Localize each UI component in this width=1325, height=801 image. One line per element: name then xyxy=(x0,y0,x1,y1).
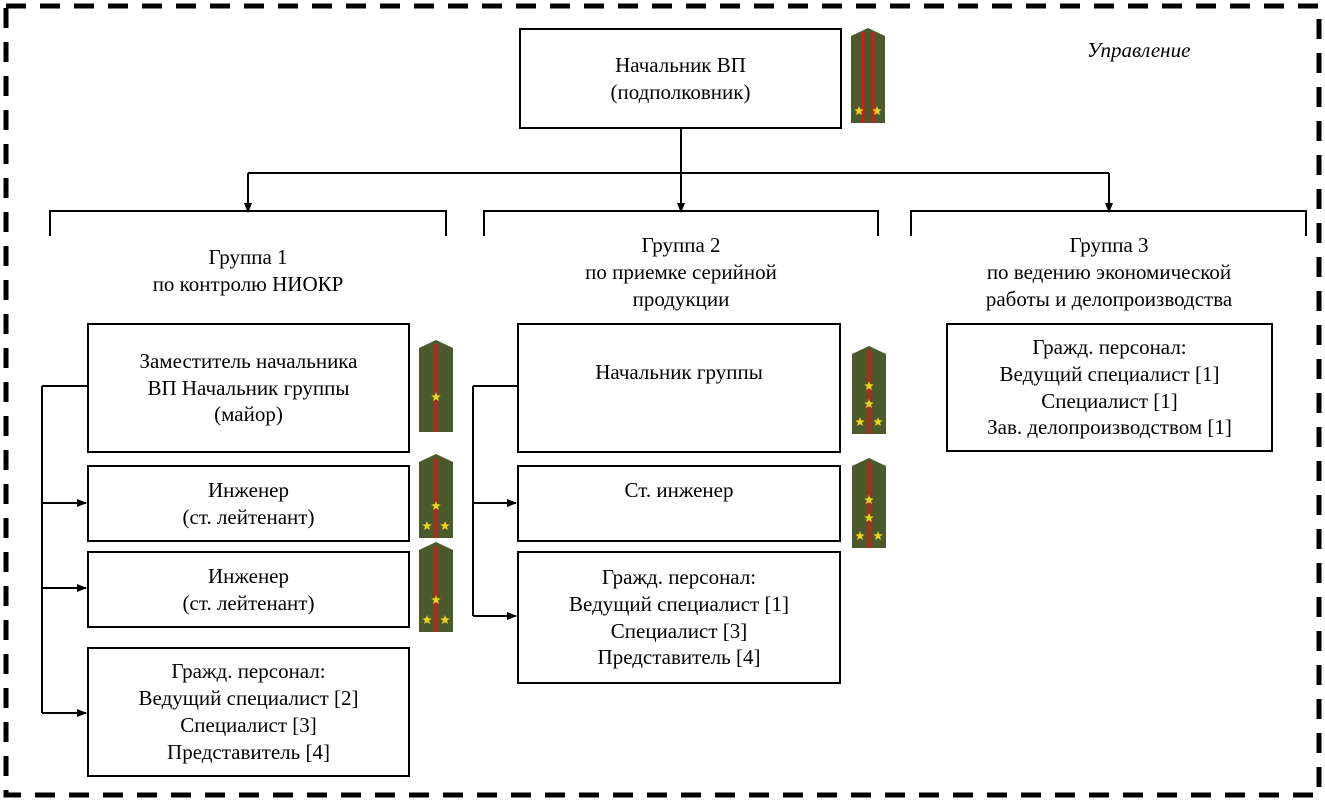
chief-rank: (подполковник) xyxy=(610,79,751,104)
chief-title: Начальник ВП xyxy=(615,52,746,77)
group-2-bracket xyxy=(483,210,879,236)
strap-stripe xyxy=(434,546,438,632)
rank-star-icon xyxy=(431,501,441,511)
strap-body xyxy=(851,28,885,123)
rank-star-icon xyxy=(855,531,865,541)
rank-star-icon xyxy=(431,392,441,402)
rank-star-icon xyxy=(864,513,874,523)
shoulder-strap-icon xyxy=(851,28,885,123)
rank-star-icon xyxy=(873,531,883,541)
g3-civilian-staff-box: Гражд. персонал: Ведущий специалист [1] … xyxy=(946,323,1273,452)
g2-civilian-staff-box: Гражд. персонал: Ведущий специалист [1] … xyxy=(517,551,841,684)
rank-star-icon xyxy=(431,595,441,605)
shoulder-strap-icon xyxy=(419,542,453,632)
shoulder-strap-icon xyxy=(852,346,886,434)
group-3-bracket xyxy=(910,210,1307,236)
g1-deputy-chief-box: Заместитель начальника ВП Начальник груп… xyxy=(87,323,410,453)
rank-star-icon xyxy=(864,495,874,505)
section-label: Управление xyxy=(1087,38,1191,62)
strap-stripe xyxy=(871,32,875,123)
group-1-bracket xyxy=(49,210,447,236)
rank-star-icon xyxy=(440,521,450,531)
rank-star-icon xyxy=(440,615,450,625)
g1-engineer-box: Инженер (ст. лейтенант) xyxy=(87,465,410,542)
rank-star-icon xyxy=(422,521,432,531)
g2-group-chief-box: Начальник группы xyxy=(517,323,841,453)
rank-star-icon xyxy=(855,417,865,427)
rank-star-icon xyxy=(854,106,864,116)
group-1-heading: Группа 1 по контролю НИОКР xyxy=(152,245,344,296)
rank-star-icon xyxy=(864,399,874,409)
frame-border xyxy=(3,3,1322,798)
strap-stripe xyxy=(434,458,438,538)
chief-box: Начальник ВП (подполковник) xyxy=(519,28,842,129)
rank-star-icon xyxy=(864,381,874,391)
g2-senior-engineer-box: Ст. инженер xyxy=(517,465,841,542)
g1-civilian-staff-box: Гражд. персонал: Ведущий специалист [2] … xyxy=(87,647,410,777)
group-2-heading: Группа 2 по приемке серийной продукции xyxy=(585,233,777,311)
rank-star-icon xyxy=(873,417,883,427)
group-3-heading: Группа 3 по ведению экономической работы… xyxy=(985,233,1233,311)
strap-stripe xyxy=(434,344,438,432)
rank-star-icon xyxy=(422,615,432,625)
shoulder-strap-icon xyxy=(419,340,453,432)
g1-engineer-box: Инженер (ст. лейтенант) xyxy=(87,551,410,628)
rank-star-icon xyxy=(872,106,882,116)
strap-stripe xyxy=(861,32,865,123)
strap-stripe xyxy=(867,462,871,548)
shoulder-strap-icon xyxy=(852,458,886,548)
strap-stripe xyxy=(867,350,871,434)
shoulder-strap-icon xyxy=(419,454,453,538)
